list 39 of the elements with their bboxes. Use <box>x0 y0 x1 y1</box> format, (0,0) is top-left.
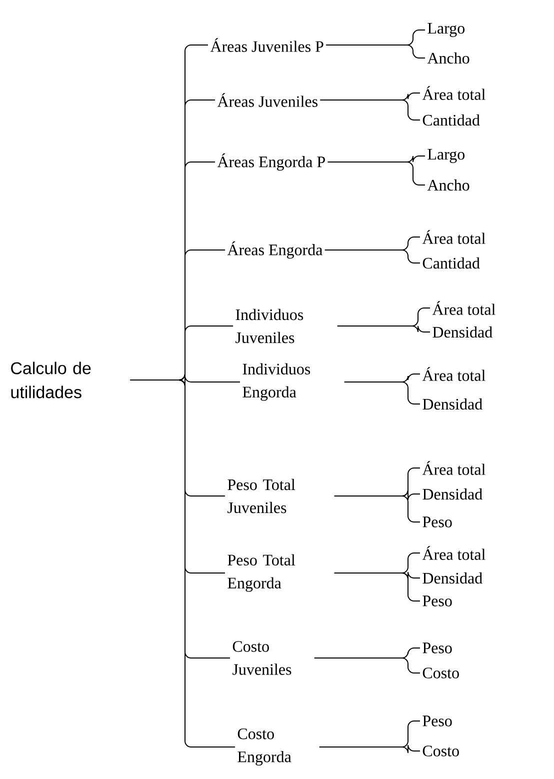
brace-connector <box>324 250 420 264</box>
branch-label: Largo <box>428 149 464 163</box>
branch-label: Costo <box>422 746 459 756</box>
branch-label: Peso <box>422 596 452 606</box>
branch-label: Áreas Juveniles <box>217 93 318 107</box>
branch-label: Largo <box>428 23 464 37</box>
branch-label: Peso <box>422 716 452 726</box>
branch-label: Costo Engorda <box>238 728 292 766</box>
brace-connector <box>130 380 236 748</box>
branch-label: Individuos Juveniles <box>236 308 304 344</box>
branch-label: Peso <box>422 516 452 528</box>
branch-label: Áreas Juveniles P <box>210 38 324 52</box>
branch-label: Cantidad <box>422 114 480 126</box>
branch-label: Área total <box>422 461 486 475</box>
branch-label: Individuos Engorda <box>242 363 310 401</box>
branch-label: Densidad <box>422 572 482 584</box>
branch-label: Área total <box>422 86 486 100</box>
brace-connector <box>326 44 426 58</box>
brace-connector <box>336 326 430 332</box>
branch-label: Costo <box>422 668 459 678</box>
branch-label: Área total <box>422 367 486 381</box>
branch-label: Densidad <box>432 326 492 338</box>
branch-label: Peso Total Engorda <box>228 554 296 592</box>
branch-label: Peso Total Juveniles <box>228 478 296 514</box>
branch-label: Cantidad <box>422 257 480 269</box>
brace-connector <box>318 744 420 754</box>
branch-label: Costo Juveniles <box>232 641 292 675</box>
branch-label: Peso <box>422 642 452 654</box>
branch-label: Área total <box>422 546 486 560</box>
branch-label: Áreas Engorda <box>227 241 322 259</box>
branch-label: Área total <box>422 230 486 244</box>
branch-label: Densidad <box>422 488 482 500</box>
branch-label: Ancho <box>427 52 470 64</box>
branch-label: Área total <box>432 301 496 315</box>
branch-label: Densidad <box>422 398 482 410</box>
brace-connector <box>314 658 420 674</box>
root-label: Calculo de utilidades <box>11 362 91 398</box>
branch-label: Áreas Engorda P <box>217 153 325 171</box>
branch-label: Ancho <box>427 179 470 191</box>
